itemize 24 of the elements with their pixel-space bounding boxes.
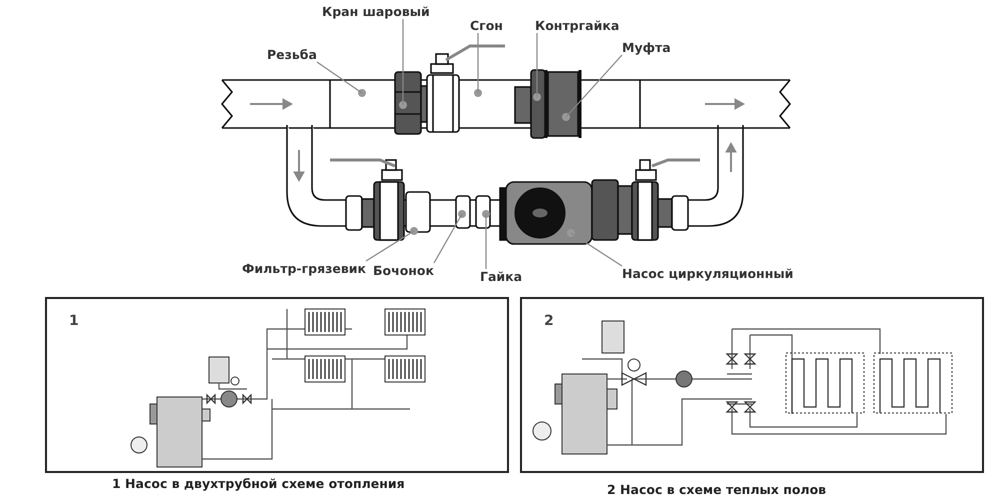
leader-line xyxy=(536,33,538,97)
leader-line xyxy=(433,214,463,264)
leader-line xyxy=(366,230,414,262)
callout-label: Резьба xyxy=(267,47,317,62)
callout-label: Контргайка xyxy=(535,18,620,33)
leader-line xyxy=(477,33,479,93)
scheme-panel xyxy=(45,297,509,473)
leader-line xyxy=(402,19,404,105)
figure-caption: 1 Насос в двухтрубной схеме отопления xyxy=(112,476,405,491)
panel-number: 2 xyxy=(544,313,554,329)
callout-label: Сгон xyxy=(470,18,503,33)
callout-label: Гайка xyxy=(480,269,522,284)
callout-label: Муфта xyxy=(622,40,671,55)
figure-caption: 2 Насос в схеме теплых полов xyxy=(607,482,826,497)
leader-line xyxy=(566,54,622,118)
callout-label: Кран шаровый xyxy=(322,4,430,19)
callout-label: Бочонок xyxy=(373,263,434,278)
panel-number: 1 xyxy=(69,313,79,329)
scheme-panel xyxy=(520,297,984,473)
callout-label: Фильтр-грязевик xyxy=(242,261,366,276)
leader-line xyxy=(570,232,622,266)
callout-label: Насос циркуляционный xyxy=(622,266,794,281)
leader-line xyxy=(316,62,362,94)
leader-line xyxy=(485,214,487,269)
